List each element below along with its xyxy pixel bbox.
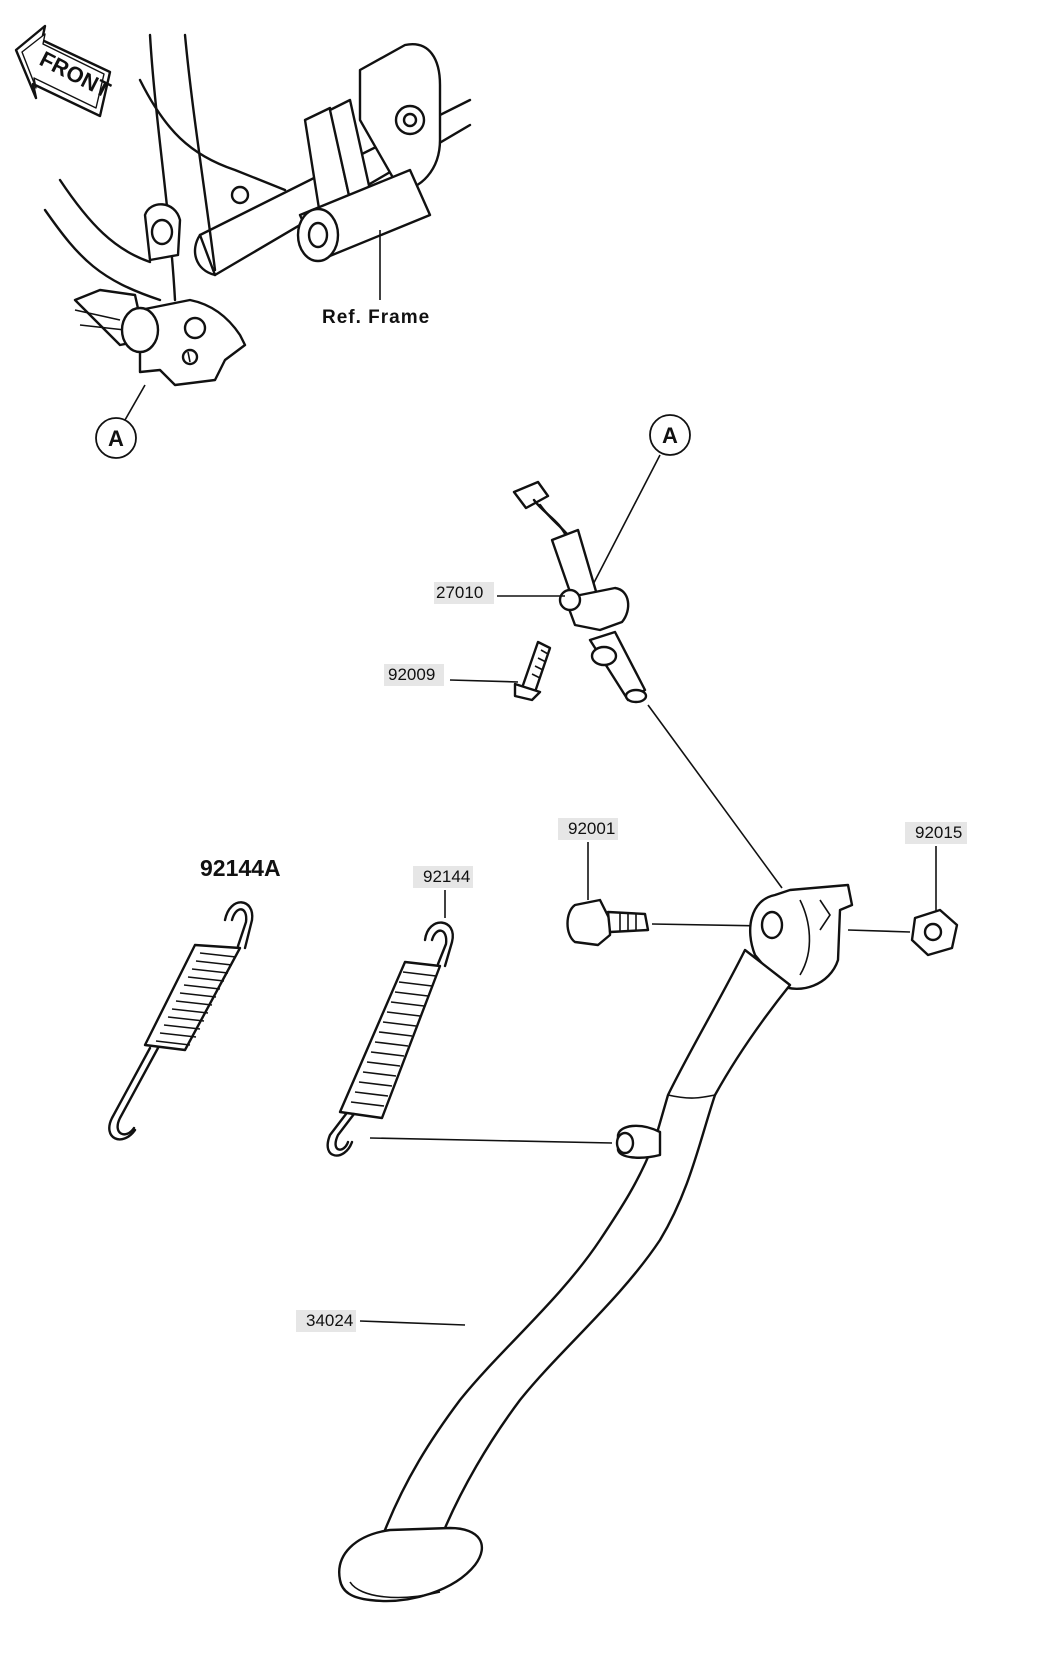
spring-92144A (108, 901, 254, 1141)
side-stand (338, 883, 854, 1603)
part-27010: 27010 (434, 582, 565, 604)
part-92015-label: 92015 (915, 823, 962, 842)
part-27010-label: 27010 (436, 583, 483, 602)
callout-a-mid: A (584, 414, 691, 601)
callout-a-mid-label: A (662, 423, 678, 448)
bolt-92009 (513, 640, 552, 702)
front-arrow-icon (14, 24, 112, 118)
part-92015: 92015 (905, 822, 967, 912)
ref-frame-label: Ref. Frame (322, 307, 430, 328)
callout-a-top-label: A (108, 426, 124, 451)
part-92144A: 92144A (200, 855, 281, 881)
part-92009: 92009 (384, 664, 519, 686)
part-92001: 92001 (558, 818, 618, 900)
side-stand-switch (512, 480, 648, 704)
frame-detail: FRONT (14, 24, 472, 387)
pivot-bolt (566, 898, 766, 947)
callout-a-top: A (95, 384, 146, 459)
part-92144-label: 92144 (423, 867, 470, 886)
spring-92144 (326, 921, 613, 1157)
part-34024: 34024 (296, 1310, 466, 1332)
part-92009-label: 92009 (388, 665, 435, 684)
part-34024-label: 34024 (306, 1311, 353, 1330)
nut (847, 908, 959, 957)
part-92144: 92144 (413, 866, 473, 918)
part-92001-label: 92001 (568, 819, 615, 838)
part-92144A-label: 92144A (200, 855, 281, 881)
